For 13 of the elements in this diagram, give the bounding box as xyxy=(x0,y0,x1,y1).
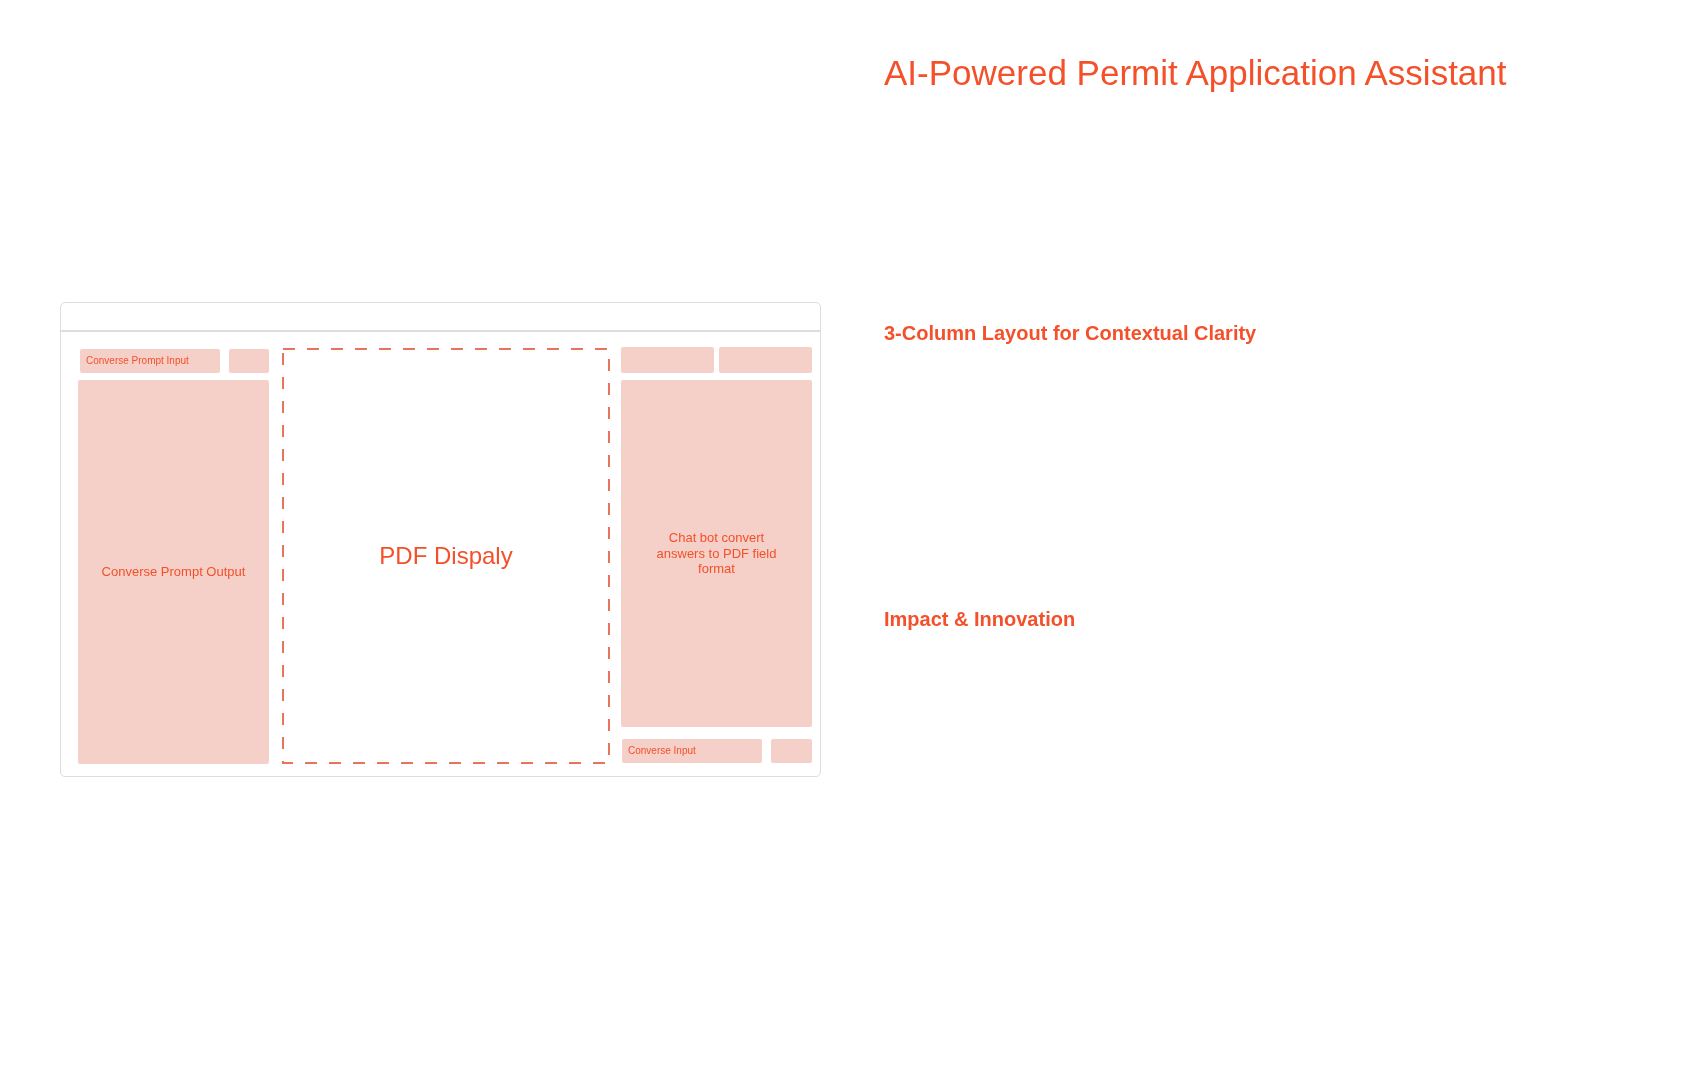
button-placeholder xyxy=(229,349,269,373)
app-window-frame xyxy=(60,302,821,777)
section-heading: Impact & Innovation xyxy=(884,607,1076,631)
converse-input-field: Converse Input xyxy=(622,739,762,763)
page-title: AI-Powered Permit Application Assistant xyxy=(884,53,1507,94)
tab-placeholder xyxy=(719,347,812,373)
button-placeholder xyxy=(771,739,812,763)
section-heading: 3-Column Layout for Contextual Clarity xyxy=(884,321,1257,345)
chatbot-panel: Chat bot convert answers to PDF field format xyxy=(621,380,812,727)
pdf-display-area: PDF Dispaly xyxy=(282,348,610,764)
tab-placeholder xyxy=(621,347,714,373)
prompt-input-field: Converse Prompt Input xyxy=(80,349,220,373)
prompt-output-panel: Converse Prompt Output xyxy=(78,380,269,764)
